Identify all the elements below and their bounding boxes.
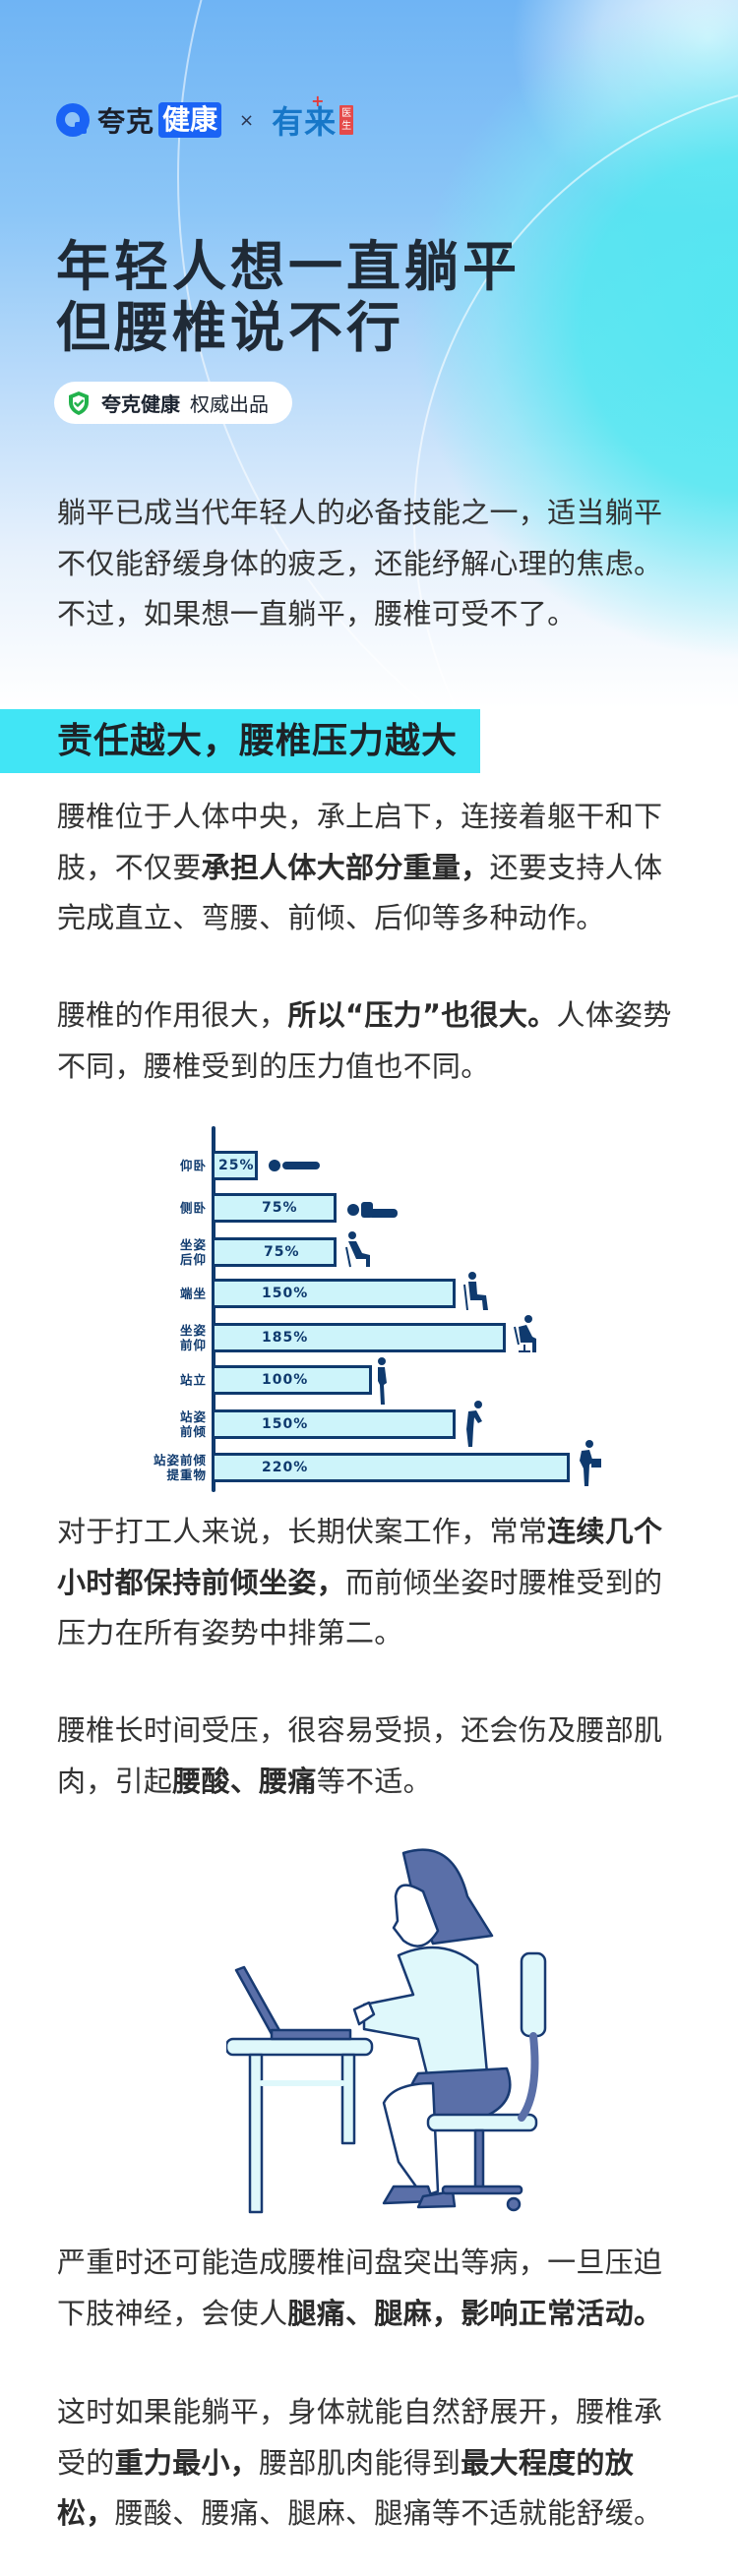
bar-value: 25% — [218, 1158, 255, 1173]
posture-label: 侧卧 — [179, 1200, 207, 1216]
bold-emphasis: 腰酸 — [172, 1764, 230, 1798]
bar: 150% — [215, 1279, 456, 1308]
bar: 100% — [215, 1365, 372, 1395]
section-header: 责任越大，腰椎压力越大 — [0, 709, 480, 773]
standing-icon — [378, 1357, 387, 1405]
bar: 75% — [215, 1193, 337, 1223]
text-span: 而前倾坐姿时腰椎受到的压力在所有姿势中排第二。 — [57, 1565, 663, 1650]
bar-value: 100% — [262, 1372, 309, 1388]
posture-label: 坐姿 前仰 — [179, 1323, 207, 1352]
chart-row: 站姿前倾 提重物 220% — [128, 1440, 601, 1486]
badge-brand: 夸克健康 — [101, 392, 180, 416]
doctor-tag: 医生 — [339, 105, 354, 135]
paragraph-lumbar-position: 腰椎位于人体中央，承上启下，连接着躯干和下肢，不仅要承担人体大部分重量，还要支持… — [57, 792, 687, 944]
chart-axis — [212, 1126, 215, 1492]
bar-value: 150% — [262, 1416, 309, 1432]
text-span: 等不适。 — [316, 1764, 432, 1798]
sitting-lean-forward-icon — [514, 1315, 536, 1352]
title-line-1: 年轻人想一直躺平 — [56, 235, 522, 298]
red-cross-icon: + — [311, 91, 326, 110]
paragraph-office-workers: 对于打工人来说，长期伏案工作，常常连续几个小时都保持前倾坐姿，而前倾坐姿时腰椎受… — [57, 1507, 687, 1659]
posture-label: 站姿前倾 提重物 — [153, 1453, 207, 1482]
paragraph-severe: 严重时还可能造成腰椎间盘突出等病，一旦压迫下肢神经，会使人腿痛、腿麻，影响正常活… — [57, 2238, 687, 2339]
text-span: 人体姿势不同，腰椎受到的压力值也不同。 — [57, 998, 672, 1083]
bold-emphasis: 腰痛 — [259, 1764, 317, 1798]
bar-value: 150% — [262, 1286, 309, 1301]
page-title: 年轻人想一直躺平 但腰椎说不行 — [56, 236, 521, 358]
title-line-2: 但腰椎说不行 — [56, 296, 405, 359]
bar-value: 220% — [262, 1460, 309, 1475]
posture-label: 仰卧 — [179, 1158, 207, 1173]
bar: 185% — [215, 1323, 506, 1352]
paragraph-lying-flat-benefit: 这时如果能躺平，身体就能自然舒展开，腰椎承受的重力最小，腰部肌肉能得到最大程度的… — [57, 2387, 687, 2540]
posture-label: 坐姿 后仰 — [179, 1237, 207, 1267]
bold-emphasis: 连续几个小时都保持前倾坐姿， — [57, 1515, 663, 1599]
bold-emphasis: 所以“压力”也很大。 — [287, 998, 557, 1032]
brand-logos: 夸克 健康 × 有来 + 医生 — [56, 91, 354, 141]
collab-symbol: × — [239, 109, 255, 131]
chart-row: 坐姿 后仰 75% — [128, 1231, 600, 1268]
authority-badge: 夸克健康 权威出品 — [54, 382, 292, 424]
paragraph-damage: 腰椎长时间受压，很容易受损，还会伤及腰部肌肉，引起腰酸、腰痛等不适。 — [57, 1706, 687, 1807]
bar: 25% — [215, 1151, 258, 1180]
text-span: 还要支持人体完成直立、弯腰、前倾、后仰等多种动作。 — [57, 850, 663, 935]
bold-emphasis: 最大程度的放松， — [57, 2445, 635, 2531]
bar: 150% — [215, 1409, 456, 1439]
lying-supine-icon — [269, 1160, 320, 1171]
bar: 220% — [215, 1453, 570, 1482]
youlai-brand: 有来 + — [272, 91, 338, 143]
bar-value: 185% — [262, 1330, 309, 1346]
chart-row: 仰卧 25% — [128, 1151, 600, 1180]
bold-emphasis: 腿痛、腿麻，影响正常活动。 — [287, 2296, 663, 2330]
paragraph-pressure: 腰椎的作用很大，所以“压力”也很大。人体姿势不同，腰椎受到的压力值也不同。 — [57, 990, 687, 1092]
bold-emphasis: 重力最小， — [114, 2445, 260, 2480]
shield-check-icon — [69, 390, 89, 415]
chart-row: 站立 100% — [128, 1357, 600, 1405]
section-title: 责任越大，腰椎压力越大 — [57, 721, 459, 761]
chart-row: 端坐 150% — [128, 1272, 600, 1310]
chart-row: 侧卧 75% — [128, 1193, 600, 1223]
bar-value: 75% — [264, 1244, 300, 1260]
posture-pressure-chart: 仰卧 25% 侧卧 75% 坐姿 后仰 75% 端坐 150% 坐姿 前仰 18… — [128, 1121, 601, 1500]
bold-emphasis: 承担人体大部分重量， — [201, 850, 490, 884]
text-span: 腰部肌肉能得到 — [259, 2445, 461, 2480]
chart-row: 站姿 前倾 150% — [128, 1401, 600, 1447]
text-span: 腰椎的作用很大， — [57, 998, 288, 1032]
standing-lift-weight-icon — [580, 1440, 601, 1486]
bar: 75% — [215, 1237, 337, 1267]
hero-background — [0, 0, 738, 964]
posture-label: 站姿 前倾 — [179, 1409, 207, 1439]
woman-at-laptop-illustration — [226, 1848, 547, 2214]
sitting-recline-icon — [345, 1231, 370, 1268]
posture-label: 端坐 — [179, 1286, 207, 1301]
text-span: 对于打工人来说，长期伏案工作，常常 — [57, 1515, 548, 1548]
text-span: 这时如果能躺平，身体就能自然舒展开，腰椎承受的 — [57, 2395, 663, 2480]
text-span: 腰酸、腰痛、腿麻、腿痛等不适就能舒缓。 — [114, 2496, 663, 2530]
standing-lean-forward-icon — [466, 1401, 482, 1447]
quark-brand-name: 夸克 — [97, 105, 155, 138]
intro-paragraph: 躺平已成当代年轻人的必备技能之一，适当躺平不仅能舒缓身体的疲乏，还能纾解心理的焦… — [57, 496, 663, 630]
lying-side-icon — [347, 1202, 398, 1218]
badge-note: 权威出品 — [190, 392, 269, 416]
bar-value: 75% — [262, 1200, 298, 1216]
man-lying-on-sofa-illustration — [472, 219, 708, 353]
sitting-upright-icon — [463, 1272, 488, 1310]
text-span: 严重时还可能造成腰椎间盘突出等病，一旦压迫下肢神经，会使人 — [57, 2246, 663, 2330]
chart-row: 坐姿 前仰 185% — [128, 1315, 600, 1352]
bold-emphasis: 、 — [229, 1764, 260, 1798]
quark-logo-icon — [56, 103, 90, 137]
posture-label: 站立 — [179, 1372, 207, 1388]
text-span: 腰椎位于人体中央，承上启下，连接着躯干和下肢，不仅要 — [57, 800, 663, 884]
quark-health-tag: 健康 — [158, 102, 222, 138]
text-span: 腰椎长时间受压，很容易受损，还会伤及腰部肌肉，引起 — [57, 1713, 663, 1798]
youlai-brand-name: 有来 — [272, 103, 338, 141]
